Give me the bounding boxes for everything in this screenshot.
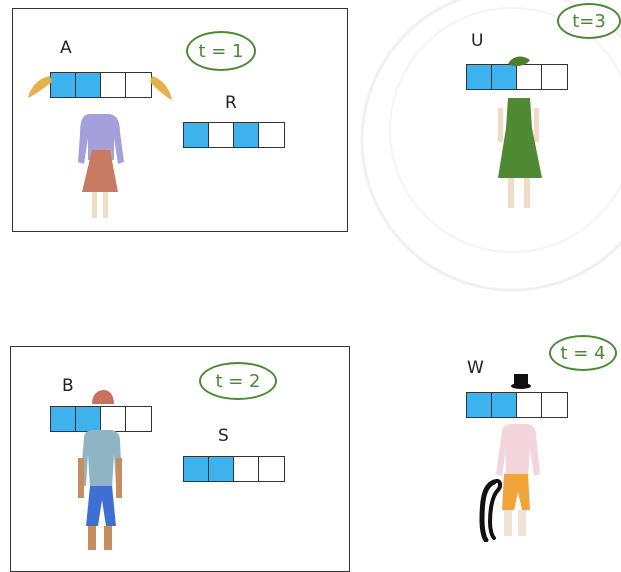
- agent-label-r: R: [225, 93, 237, 113]
- state-cell: [51, 73, 76, 97]
- state-cell: [101, 73, 126, 97]
- top-hat-figure-with-cat-icon: [479, 374, 540, 542]
- time-badge-2: t = 2: [199, 362, 277, 400]
- state-cell: [259, 123, 284, 147]
- state-cell: [517, 65, 542, 89]
- state-cell: [126, 73, 151, 97]
- panel-2-frame: [10, 346, 350, 572]
- state-cell: [467, 65, 492, 89]
- state-bar-s: [183, 456, 285, 482]
- state-cell: [209, 457, 234, 481]
- state-cell: [492, 65, 517, 89]
- panel-1-frame: [12, 8, 348, 232]
- agent-label-b: B: [62, 376, 74, 396]
- state-cell: [542, 393, 567, 417]
- agent-label-u: U: [471, 31, 484, 51]
- time-badge-4: t = 4: [549, 335, 617, 371]
- state-cell: [517, 393, 542, 417]
- state-cell: [209, 123, 234, 147]
- state-cell: [492, 393, 517, 417]
- state-cell: [542, 65, 567, 89]
- agent-label-w: W: [467, 358, 484, 378]
- state-cell: [259, 457, 284, 481]
- state-cell: [76, 73, 101, 97]
- state-cell: [234, 457, 259, 481]
- agent-label-s: S: [218, 426, 229, 446]
- state-cell: [234, 123, 259, 147]
- green-dress-figure-icon: [498, 56, 542, 208]
- state-cell: [126, 407, 151, 431]
- state-cell: [184, 457, 209, 481]
- state-cell: [76, 407, 101, 431]
- agent-label-a: A: [60, 38, 72, 58]
- state-cell: [467, 393, 492, 417]
- girl-with-pigtails-icon: [28, 76, 172, 218]
- state-bar-a: [50, 72, 152, 98]
- time-badge-1: t = 1: [186, 31, 256, 71]
- boy-with-cap-icon: [78, 390, 122, 550]
- state-cell: [101, 407, 126, 431]
- state-cell: [51, 407, 76, 431]
- state-bar-w: [466, 392, 568, 418]
- panel-3-faint-circle: [360, 0, 621, 292]
- time-badge-3: t=3: [557, 3, 621, 39]
- state-bar-r: [183, 122, 285, 148]
- state-cell: [184, 123, 209, 147]
